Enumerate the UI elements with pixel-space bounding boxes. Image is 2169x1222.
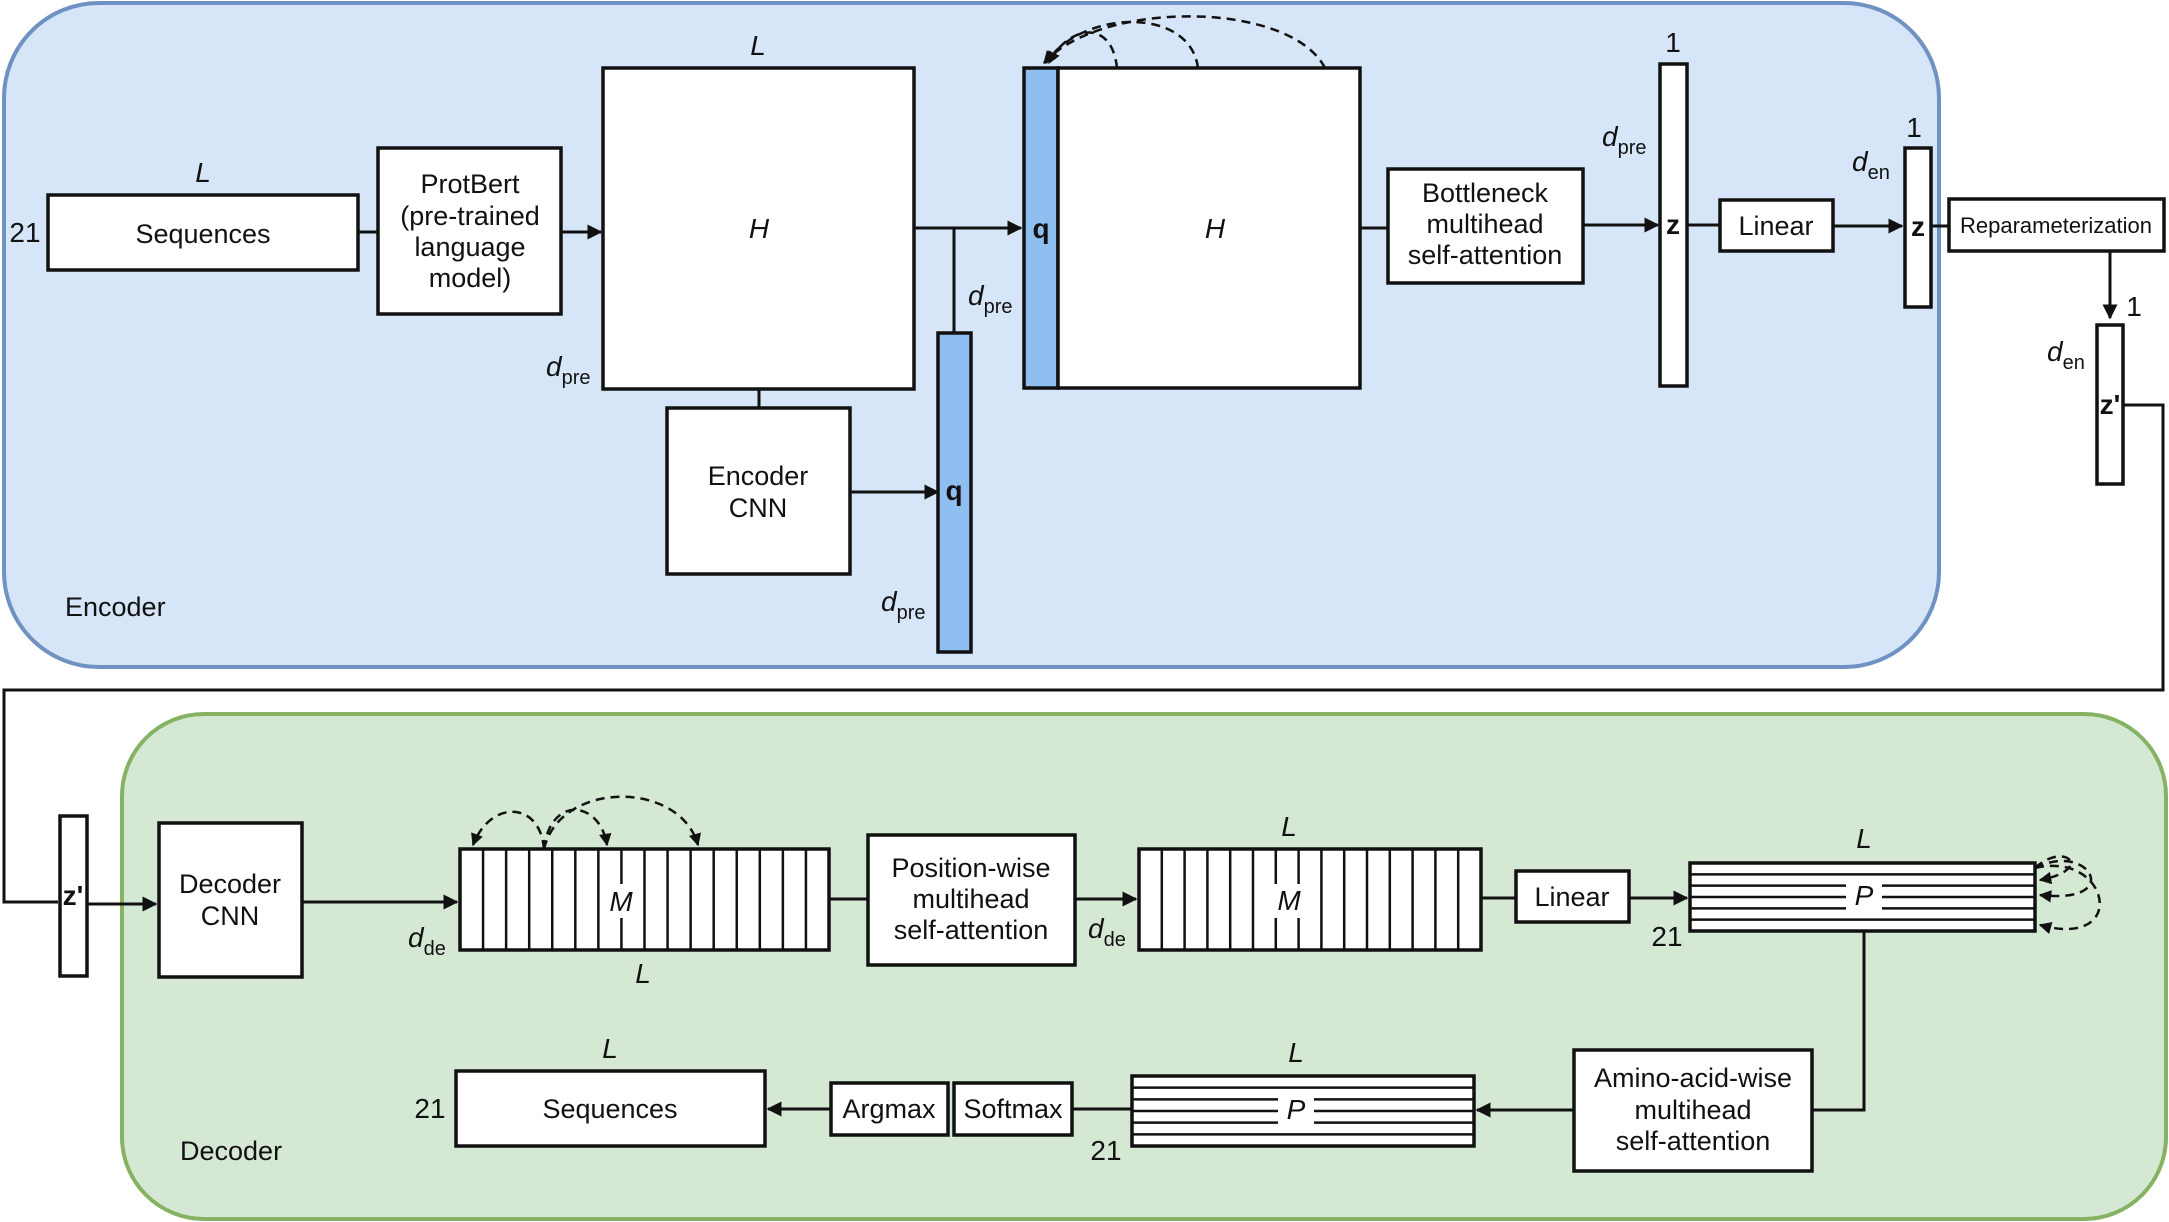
z-vector-1-top-label: 1: [1665, 27, 1681, 58]
h-matrix-1: [601, 66, 916, 391]
z-vector-1-side-label: dpre: [1602, 121, 1646, 159]
output-cols-label: L: [602, 1033, 618, 1064]
q-vector-1-bottom-dim: dpre: [881, 586, 925, 624]
decoder-linear-label: Linear: [1534, 882, 1609, 912]
z-vector-2-side-label: den: [1852, 146, 1890, 184]
decoder-region-label: Decoder: [180, 1136, 282, 1166]
output-sequences-box: [454, 1069, 767, 1148]
q-vector-2: [1022, 66, 1060, 390]
aminoacid-label-2: multihead: [1634, 1095, 1751, 1125]
protbert-box: [376, 146, 563, 316]
encoder-region-label: Encoder: [65, 592, 166, 622]
h-matrix-2-label: H: [1205, 213, 1226, 244]
m-matrix-2-top-label: L: [1281, 811, 1297, 842]
m-attention-arc-2: [542, 808, 612, 850]
reparameterization-box: [1947, 197, 2166, 253]
aminoacid-attention-box: [1572, 1048, 1814, 1173]
p-attention-loop-2: [2034, 859, 2093, 903]
p-matrix-2-label: P: [1287, 1094, 1306, 1125]
encoder-linear-label: Linear: [1738, 211, 1813, 241]
encoder-cnn-box: [665, 406, 852, 576]
protbert-label-1: ProtBert: [420, 169, 520, 199]
h-matrix-1-side-label: dpre: [546, 351, 590, 389]
argmax-box: [829, 1081, 950, 1137]
m-matrix-1-stripes: [481, 849, 808, 950]
p-attention-loop-3: [2034, 864, 2101, 935]
aminoacid-label-3: self-attention: [1616, 1126, 1771, 1156]
encoder-cnn-label-2: CNN: [729, 493, 788, 523]
z-prime-encoder-side-label: den: [2047, 336, 2085, 374]
p-matrix-2-side-label: 21: [1090, 1135, 1121, 1166]
q-vector-1-top-dim: dpre: [968, 280, 1012, 318]
p-matrix-1-label: P: [1855, 880, 1874, 911]
decoder-cnn-label-2: CNN: [201, 901, 260, 931]
z-prime-encoder-label: z': [2100, 389, 2121, 420]
attention-arc-3: [1043, 15, 1327, 69]
protbert-label-3: language: [414, 232, 525, 262]
attention-arc-1: [1047, 31, 1119, 69]
m-attention-arc-3: [542, 795, 701, 850]
positionwise-attention-box: [866, 833, 1077, 967]
zprime-connector-line: [2, 403, 2165, 904]
p-matrix-1-top-label: L: [1856, 823, 1872, 854]
h-matrix-1-label: H: [749, 213, 770, 244]
decoder-linear-box: [1514, 869, 1631, 924]
q-vector-1: [936, 331, 973, 654]
m-matrix-2: [1137, 847, 1483, 952]
p1-to-aminoacid-line: [1812, 931, 1866, 1112]
output-rows-label: 21: [414, 1093, 445, 1124]
positionwise-label-1: Position-wise: [891, 853, 1050, 883]
m-matrix-2-stripes: [1160, 849, 1460, 950]
p-matrix-2-top-label: L: [1288, 1037, 1304, 1068]
bottleneck-label-2: multihead: [1426, 209, 1543, 239]
positionwise-label-2: multihead: [912, 884, 1029, 914]
z-vector-2-top-label: 1: [1906, 112, 1922, 143]
p-matrix-2-label-bg: [1278, 1094, 1314, 1126]
decoder-cnn-box: [157, 821, 304, 979]
reparameterization-label: Reparameterization: [1960, 213, 2152, 238]
m-matrix-1-label-bg: [602, 884, 642, 918]
z-vector-1-label: z: [1666, 209, 1680, 240]
argmax-label: Argmax: [842, 1094, 936, 1124]
m-attention-arc-1: [471, 810, 546, 850]
positionwise-label-3: self-attention: [894, 915, 1049, 945]
encoder-input-cols-label: L: [195, 157, 211, 188]
encoder-input-sequences-box: [46, 193, 360, 272]
protbert-label-4: model): [429, 263, 512, 293]
softmax-box: [952, 1081, 1074, 1137]
p-matrix-1-label-bg: [1846, 880, 1882, 912]
attention-arc-2: [1044, 20, 1200, 69]
protbert-label-2: (pre-trained: [400, 201, 540, 231]
m-matrix-2-label-bg: [1269, 884, 1309, 918]
z-prime-encoder-top-label: 1: [2126, 291, 2142, 322]
q-vector-1-label: q: [945, 475, 962, 506]
m-matrix-2-side-label: dde: [1088, 913, 1126, 951]
softmax-label: Softmax: [963, 1094, 1063, 1124]
m-matrix-1-side-label: dde: [408, 922, 446, 960]
z-prime-decoder-label: z': [63, 880, 84, 911]
p-matrix-1-side-label: 21: [1651, 921, 1682, 952]
encoder-input-sequences-label: Sequences: [135, 219, 270, 249]
bottleneck-label-1: Bottleneck: [1422, 178, 1549, 208]
bottleneck-label-3: self-attention: [1408, 240, 1563, 270]
h-matrix-1-top-label: L: [750, 30, 766, 61]
h-matrix-2: [1056, 66, 1362, 390]
encoder-cnn-label-1: Encoder: [708, 461, 809, 491]
z-prime-vector-decoder: [58, 814, 89, 978]
bottleneck-attention-box: [1386, 167, 1585, 285]
m-matrix-1-label: M: [609, 886, 633, 917]
q-vector-2-label: q: [1032, 213, 1049, 244]
z-vector-2-label: z: [1911, 211, 1925, 242]
decoder-cnn-label-1: Decoder: [179, 869, 281, 899]
m-matrix-2-label: M: [1277, 885, 1301, 916]
output-sequences-label: Sequences: [542, 1094, 677, 1124]
encoder-input-rows-label: 21: [9, 217, 40, 248]
aminoacid-label-1: Amino-acid-wise: [1594, 1063, 1792, 1093]
p-attention-loop-1: [2034, 855, 2072, 885]
m-matrix-1-bottom-label: L: [635, 958, 651, 989]
